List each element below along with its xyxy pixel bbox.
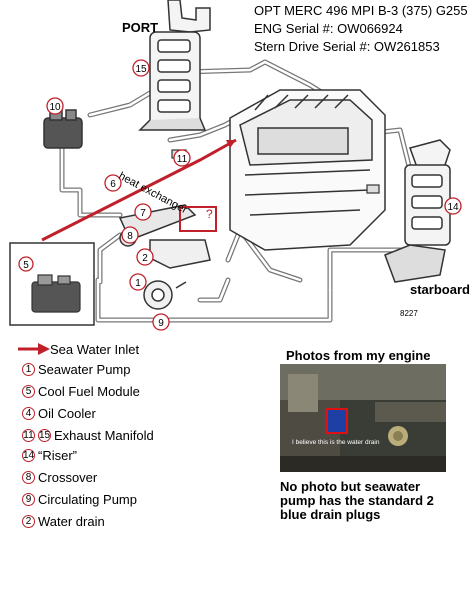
legend-label: Circulating Pump — [38, 491, 137, 507]
callout-6: 6 — [110, 179, 116, 190]
callout-14: 14 — [447, 202, 459, 213]
legend-number: 4 — [22, 406, 35, 420]
legend-sea-water-inlet: Sea Water Inlet — [18, 340, 139, 358]
legend-label: Seawater Pump — [38, 361, 131, 377]
legend-label: Exhaust Manifold — [54, 427, 154, 443]
legend-item: 1 Seawater Pump — [22, 360, 131, 378]
legend-number: 2 — [22, 514, 35, 528]
legend-label: Water drain — [38, 513, 105, 529]
legend-number: 1 — [22, 362, 35, 376]
engine-model-text: OPT MERC 496 MPI B-3 (375) G255 — [254, 3, 468, 18]
engine-block — [229, 89, 386, 251]
callout-leader-line — [41, 138, 237, 242]
photo-drain-highlight — [326, 408, 348, 434]
starboard-riser — [384, 139, 451, 283]
legend-item: 4 Oil Cooler — [22, 404, 96, 422]
engine-photo: I believe this is the water drain — [280, 364, 446, 472]
port-label: PORT — [122, 20, 159, 35]
crossover-pipe — [149, 239, 211, 269]
photo-title: Photos from my engine — [286, 348, 431, 363]
stern-drive-serial-text: Stern Drive Serial #: OW261853 — [254, 39, 440, 54]
legend-label: Sea Water Inlet — [50, 341, 140, 357]
legend-item: 9 Circulating Pump — [22, 490, 137, 508]
legend-item: 5 Cool Fuel Module — [22, 382, 140, 400]
callout-10: 10 — [49, 102, 61, 113]
inset-module-drawing — [31, 274, 81, 313]
legend-item: 8 Crossover — [22, 468, 97, 486]
drain-highlight-box — [179, 206, 217, 232]
legend-item: 2 Water drain — [22, 512, 105, 530]
legend-label: Cool Fuel Module — [38, 383, 140, 399]
legend-label: “Riser” — [38, 447, 77, 463]
legend-number: 9 — [22, 492, 35, 506]
port-exhaust-manifold — [138, 0, 211, 131]
photo-note: No photo but seawater pump has the stand… — [280, 479, 434, 522]
legend-number: 8 — [22, 470, 35, 484]
callout-5: 5 — [23, 260, 29, 271]
cool-fuel-module — [43, 107, 83, 149]
legend-number: 11 — [22, 428, 35, 442]
callout-15: 15 — [135, 64, 147, 75]
legend-number: 15 — [38, 428, 51, 442]
figure-id: 8227 — [400, 309, 418, 318]
cooling-system-diagram: ? 5 10 15 11 6 — [9, 0, 462, 331]
callout-2: 2 — [142, 253, 148, 264]
question-mark: ? — [206, 207, 213, 221]
legend-item: 11 15 Exhaust Manifold — [22, 426, 154, 444]
callout-9: 9 — [158, 318, 164, 329]
legend-number: 5 — [22, 384, 35, 398]
callout-11: 11 — [177, 154, 188, 165]
heat-exchanger-label: heat exchanger — [117, 170, 190, 216]
legend-label: Oil Cooler — [38, 405, 96, 421]
legend-item: 14 “Riser” — [22, 446, 77, 464]
callout-7: 7 — [140, 208, 146, 219]
callout-1: 1 — [135, 278, 141, 289]
legend-number: 14 — [22, 448, 35, 462]
starboard-label: starboard — [410, 282, 470, 297]
photo-caption: I believe this is the water drain — [292, 439, 380, 446]
legend-label: Crossover — [38, 469, 98, 485]
engine-serial-text: ENG Serial #: OW066924 — [254, 21, 403, 36]
callout-8: 8 — [127, 231, 133, 242]
red-arrow-icon — [18, 343, 50, 355]
